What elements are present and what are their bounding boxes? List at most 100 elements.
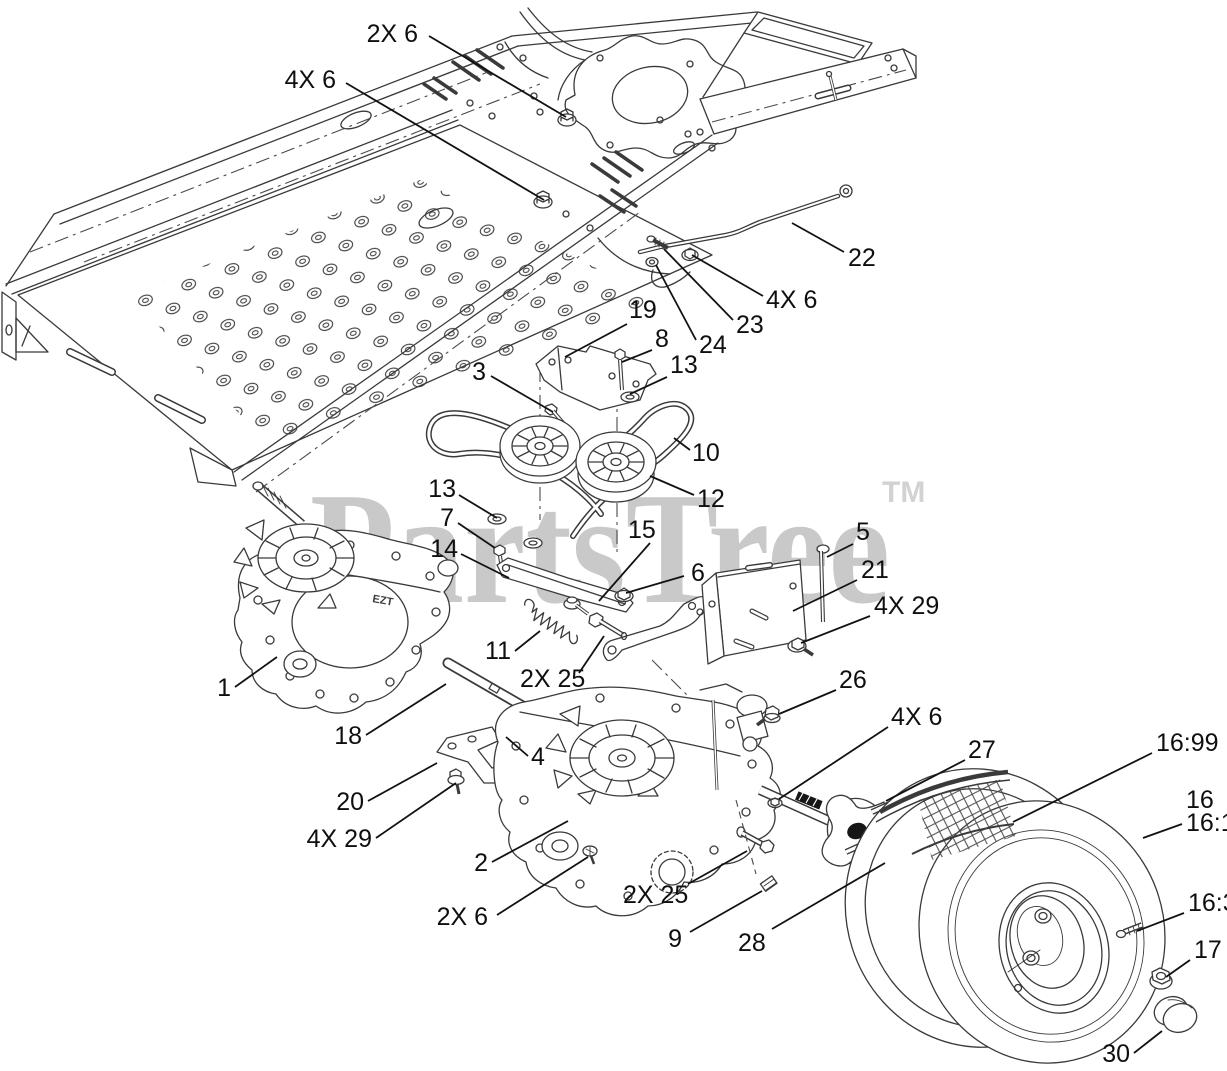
callout-label-14: 14 — [430, 535, 458, 563]
callout-label-1: 1 — [217, 674, 231, 702]
callout-label-16-3: 16:3 — [1188, 889, 1227, 917]
leader-line — [792, 579, 858, 612]
callout-label-2x-25: 2X 25 — [623, 881, 688, 909]
callout-label-4x-29: 4X 29 — [307, 825, 372, 853]
carriage-bolt — [563, 596, 590, 616]
callout-label-13: 13 — [670, 351, 698, 379]
leader-line — [687, 850, 748, 885]
callout-label-13: 13 — [428, 475, 456, 503]
leader-line — [460, 553, 510, 579]
leader-line — [375, 782, 457, 839]
nut-4x6-lower — [767, 797, 783, 809]
cooling-fan — [545, 705, 675, 805]
bolt-8 — [614, 348, 626, 391]
watermark-tm: TM — [882, 476, 925, 509]
wheel-assembly — [821, 768, 1198, 1064]
leader-line — [649, 475, 695, 496]
leader-line — [1142, 823, 1183, 839]
leader-line — [490, 375, 554, 413]
leader-line — [621, 349, 653, 363]
callout-label-4: 4 — [531, 743, 545, 771]
washer-13 — [620, 391, 640, 403]
leader-line — [428, 35, 567, 118]
leader-line — [1133, 1030, 1163, 1054]
screw-23 — [646, 235, 669, 250]
leader-line — [598, 542, 651, 602]
leader-line — [496, 856, 589, 916]
callout-label-2: 2 — [474, 849, 488, 877]
leader-line — [655, 264, 697, 341]
callout-label-16-1: 16:1 — [1186, 809, 1227, 837]
callout-label-11: 11 — [485, 637, 511, 665]
idler-pulley-right-12 — [575, 431, 657, 503]
engine-plate — [504, 7, 746, 159]
callout-label-17: 17 — [1194, 936, 1222, 964]
callout-label-20: 20 — [336, 788, 364, 816]
valve-stem-16-3 — [1115, 922, 1144, 939]
bolt-2x25-upper — [588, 612, 628, 641]
callout-label-9: 9 — [668, 925, 682, 953]
flange-nut-6 — [614, 587, 634, 603]
leader-line — [564, 323, 628, 358]
callout-label-4x-6: 4X 6 — [766, 286, 817, 314]
leader-line — [629, 376, 668, 395]
leader-line — [663, 248, 734, 321]
leader-line — [367, 762, 438, 802]
mount-bracket-21 — [701, 544, 830, 665]
callout-label-16-99: 16:99 — [1156, 729, 1219, 757]
callout-label-2x-25: 2X 25 — [520, 665, 585, 693]
nut-4x6-mid — [681, 247, 699, 262]
callout-label-12: 12 — [697, 485, 725, 513]
brake-linkage — [699, 683, 769, 791]
pin-5 — [816, 544, 830, 623]
leader-line — [491, 820, 569, 863]
callout-label-10: 10 — [692, 439, 720, 467]
callout-label-24: 24 — [699, 331, 727, 359]
leader-line — [514, 630, 541, 652]
washer-24 — [645, 256, 659, 268]
axle-cap-30 — [1153, 995, 1198, 1034]
bolt-26 — [755, 705, 781, 727]
leader-line — [800, 615, 871, 644]
leader-line — [234, 656, 278, 688]
clip-9 — [759, 875, 778, 892]
leader-line — [885, 759, 966, 802]
shift-rod-22 — [637, 184, 853, 288]
callout-label-23: 23 — [736, 311, 764, 339]
callout-label-26: 26 — [839, 666, 867, 694]
callout-label-30: 30 — [1102, 1040, 1130, 1068]
leader-line — [691, 254, 764, 297]
leader-line — [778, 726, 889, 800]
right-transaxle-2 — [493, 683, 843, 917]
callout-label-3: 3 — [472, 358, 486, 386]
tire-16 — [844, 768, 1166, 1064]
callout-label-6: 6 — [691, 559, 705, 587]
callout-label-8: 8 — [655, 325, 669, 353]
callout-label-27: 27 — [968, 736, 996, 764]
leader-line — [778, 689, 837, 715]
floor-pan-perforations — [130, 180, 660, 445]
callout-label-19: 19 — [629, 296, 657, 324]
frame-flange-nut — [533, 190, 553, 209]
callout-label-2x-6: 2X 6 — [437, 903, 488, 931]
washer-13-left — [487, 513, 507, 525]
leader-line — [771, 862, 886, 930]
wheel-rim — [998, 882, 1110, 1014]
leader-line — [458, 494, 498, 519]
transaxle-marking: EZT — [371, 593, 394, 608]
leader-line — [1136, 912, 1185, 932]
idler-belt-assembly — [425, 345, 695, 577]
leader-line — [345, 82, 545, 201]
callout-label-22: 22 — [848, 244, 876, 272]
nut-17 — [1149, 967, 1173, 990]
callout-label-28: 28 — [738, 929, 766, 957]
axle-shaft — [252, 481, 305, 528]
leader-line — [457, 522, 496, 549]
callout-label-5: 5 — [856, 518, 870, 546]
idler-pulley-left — [499, 415, 581, 484]
leader-line — [1165, 959, 1191, 978]
leader-line — [505, 736, 529, 757]
vent-slots — [422, 48, 644, 214]
callout-label-2x-6: 2X 6 — [367, 20, 418, 48]
